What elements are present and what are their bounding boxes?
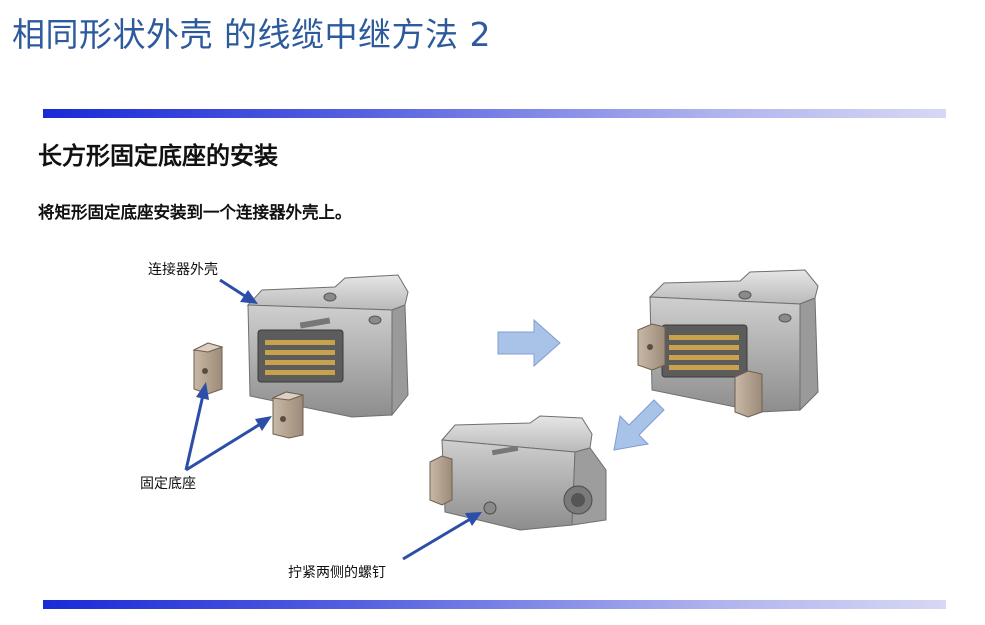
arrow-right-icon: [497, 318, 561, 368]
mounting-base-right-illustration: [271, 391, 305, 439]
callout-connector-shell: 连接器外壳: [148, 262, 218, 278]
mounting-base-left-illustration: [192, 342, 224, 395]
callout-pointers: [184, 278, 482, 561]
callout-mounting-base: 固定底座: [140, 476, 196, 492]
section-heading: 长方形固定底座的安装: [38, 142, 278, 170]
section-subheading: 将矩形固定底座安装到一个连接器外壳上。: [38, 203, 352, 222]
callout-tighten-screws: 拧紧两侧的螺钉: [288, 565, 386, 581]
arrow-down-left-icon: [613, 399, 665, 451]
connector-shell-illustration: [246, 274, 409, 418]
top-divider: [43, 109, 946, 118]
bottom-divider: [43, 600, 946, 609]
page-title: 相同形状外壳 的线缆中继方法 2: [12, 15, 491, 54]
final-shell-illustration: [429, 415, 607, 531]
assembled-shell-illustration: [637, 269, 819, 418]
